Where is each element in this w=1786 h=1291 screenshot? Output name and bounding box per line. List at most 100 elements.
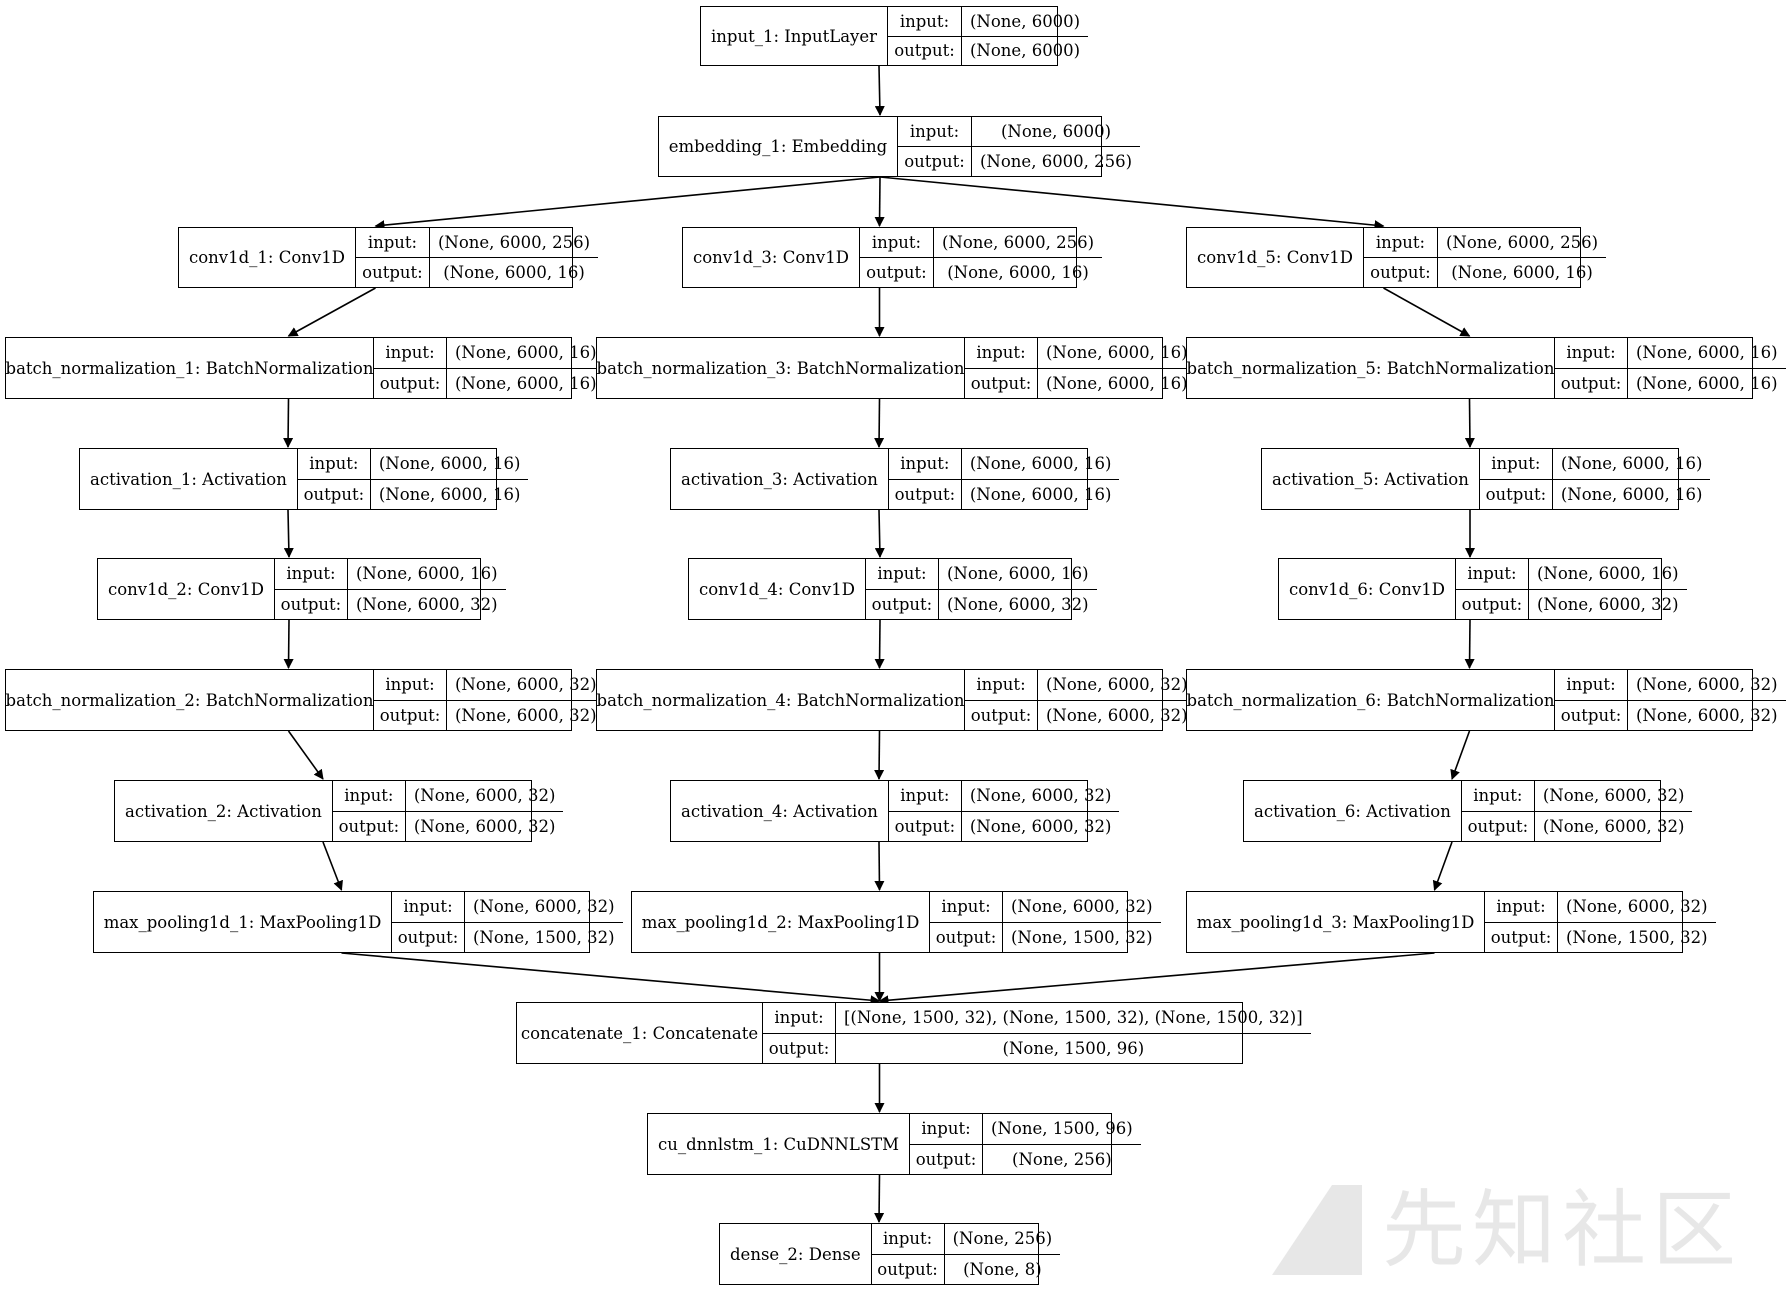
layer-name: concatenate_1: Concatenate <box>517 1003 763 1063</box>
input-row: input:(None, 6000, 16) <box>1555 338 1786 368</box>
output-row: output:(None, 6000, 32) <box>888 810 1120 841</box>
layer-name: dense_2: Dense <box>720 1224 872 1284</box>
input-row: input:(None, 6000, 32) <box>1462 781 1693 811</box>
output-row: output:(None, 6000, 32) <box>332 810 564 841</box>
output-label: output: <box>930 922 1003 952</box>
output-label: output: <box>333 811 406 841</box>
output-row: output: (None, 256) <box>910 1143 1141 1174</box>
edge-batch-normalization-4-to-activation-4 <box>874 730 885 780</box>
output-shape: (None, 6000, 32) <box>1536 594 1679 614</box>
layer-name: batch_normalization_5: BatchNormalizatio… <box>1187 338 1555 398</box>
output-label: output: <box>374 700 447 730</box>
input-row: input:(None, 6000, 32) <box>930 892 1161 922</box>
input-shape: (None, 6000, 16) <box>946 564 1089 584</box>
input-shape: (None, 6000, 16) <box>378 454 521 474</box>
edge-batch-normalization-3-to-activation-3 <box>874 398 885 448</box>
input-label: input: <box>1364 228 1438 257</box>
input-row: input:(None, 6000, 256) <box>860 228 1102 257</box>
input-shape: (None, 6000, 32) <box>455 675 597 695</box>
layer-name: embedding_1: Embedding <box>659 117 898 176</box>
output-shape: (None, 6000, 16) <box>1636 373 1778 393</box>
output-label: output: <box>1364 258 1438 287</box>
layer-name: batch_normalization_3: BatchNormalizatio… <box>597 338 965 398</box>
edge-batch-normalization-5-to-activation-5 <box>1464 398 1475 448</box>
input-row: input:(None, 6000, 16) <box>866 559 1097 589</box>
input-row: input:(None, 6000, 32) <box>889 781 1120 811</box>
input-shape: (None, 6000, 16) <box>1636 343 1778 363</box>
edge-conv1d-6-to-batch-normalization-6 <box>1464 619 1475 669</box>
output-label: output: <box>1456 589 1529 619</box>
output-shape: (None, 6000, 16) <box>378 484 521 504</box>
edge-conv1d-5-to-batch-normalization-5 <box>1383 287 1471 337</box>
output-label: output: <box>889 479 962 509</box>
watermark-text: 先知社区 <box>1382 1181 1743 1279</box>
layer-name: conv1d_3: Conv1D <box>683 228 860 287</box>
output-label: output: <box>910 1144 984 1174</box>
output-label: output: <box>888 36 962 65</box>
output-row: output:(None, 6000, 16) <box>965 367 1196 398</box>
output-shape: (None, 1500, 32) <box>1566 927 1708 947</box>
output-row: output:(None, 1500, 32) <box>930 921 1161 952</box>
output-shape: (None, 6000, 32) <box>355 594 498 614</box>
input-shape: (None, 6000, 16) <box>969 454 1112 474</box>
input-row: input:(None, 256) <box>872 1224 1061 1254</box>
edge-max-pooling1d-3-to-concatenate-1 <box>878 952 1435 1006</box>
output-shape: (None, 1500, 96) <box>1002 1038 1145 1058</box>
input-shape: (None, 6000) <box>970 11 1081 31</box>
input-row: input:(None, 6000, 32) <box>1485 892 1716 922</box>
output-row: output: (None, 6000, 16) <box>374 367 605 398</box>
input-label: input: <box>888 7 962 36</box>
layer-node-batch-normalization-6: batch_normalization_6: BatchNormalizatio… <box>1186 669 1786 731</box>
layer-node-batch-normalization-4: batch_normalization_4: BatchNormalizatio… <box>596 669 1196 731</box>
input-label: input: <box>1485 892 1558 922</box>
output-row: output:(None, 6000, 16) <box>297 478 529 509</box>
layer-name: conv1d_4: Conv1D <box>689 559 866 619</box>
input-label: input: <box>889 449 962 479</box>
output-shape: (None, 256) <box>1012 1149 1112 1169</box>
output-row: output:(None, 6000, 32) <box>1555 699 1786 730</box>
input-shape: (None, 6000, 16) <box>1046 343 1188 363</box>
input-shape: (None, 6000, 16) <box>355 564 498 584</box>
watermark: 先知社区 <box>1262 1175 1742 1285</box>
input-label: input: <box>374 670 447 700</box>
output-label: output: <box>392 922 465 952</box>
input-shape: (None, 6000, 32) <box>1046 675 1188 695</box>
input-label: input: <box>965 670 1038 700</box>
output-row: output:(None, 6000, 16) <box>355 257 599 287</box>
input-label: input: <box>872 1224 945 1254</box>
output-shape: (None, 6000, 16) <box>443 263 585 282</box>
output-shape: (None, 6000, 16) <box>969 484 1112 504</box>
input-shape: (None, 6000, 16) <box>1536 564 1679 584</box>
input-row: input: (None, 6000, 32) <box>965 670 1196 700</box>
input-row: input:(None, 6000, 32) <box>392 892 623 922</box>
output-label: output: <box>374 368 447 398</box>
edge-conv1d-2-to-batch-normalization-2 <box>283 619 294 669</box>
output-row: output:(None, 6000) <box>888 35 1089 65</box>
output-row: output: (None, 1500, 32) <box>1485 921 1716 952</box>
output-shape: (None, 6000, 16) <box>1451 263 1593 282</box>
output-shape: (None, 6000, 16) <box>455 373 597 393</box>
edge-activation-3-to-conv1d-4 <box>874 509 885 558</box>
output-label: output: <box>1485 922 1558 952</box>
input-shape: (None, 6000, 256) <box>437 233 591 252</box>
input-shape: (None, 1500, 96) <box>991 1119 1133 1139</box>
input-shape: (None, 6000, 256) <box>1445 233 1599 252</box>
layer-name: batch_normalization_1: BatchNormalizatio… <box>6 338 374 398</box>
layer-name: activation_4: Activation <box>671 781 889 841</box>
layer-name: conv1d_5: Conv1D <box>1187 228 1364 287</box>
input-row: input:(None, 6000, 16) <box>275 559 506 589</box>
output-label: output: <box>1480 479 1553 509</box>
watermark-logo-icon <box>1272 1185 1362 1275</box>
input-shape: (None, 6000, 32) <box>1542 786 1685 806</box>
output-shape: (None, 8) <box>963 1259 1042 1279</box>
output-shape: (None, 6000, 32) <box>1636 705 1778 725</box>
output-shape: (None, 6000, 16) <box>1560 484 1703 504</box>
